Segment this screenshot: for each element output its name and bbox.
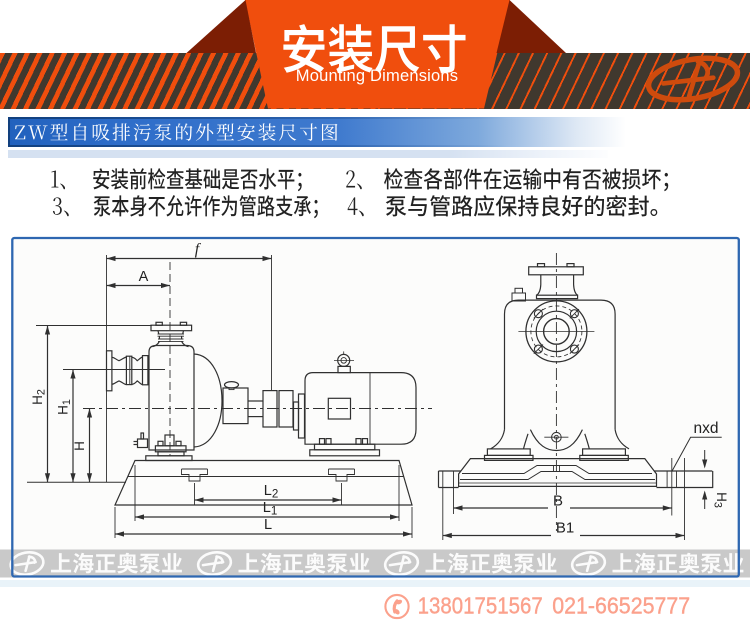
svg-text:L1: L1 [263,500,278,517]
svg-text:B1: B1 [556,520,574,537]
svg-text:B: B [553,493,563,510]
svg-text:021-66525777: 021-66525777 [552,593,690,619]
svg-text:Mounting Dimensions: Mounting Dimensions [296,67,458,85]
svg-text:L2: L2 [264,483,279,500]
svg-text:nxd: nxd [694,420,719,437]
svg-text:L: L [264,517,272,533]
svg-text:13801751567: 13801751567 [418,592,543,619]
svg-text:A: A [139,269,149,285]
svg-text:f: f [195,241,202,258]
svg-text:H: H [72,441,87,451]
